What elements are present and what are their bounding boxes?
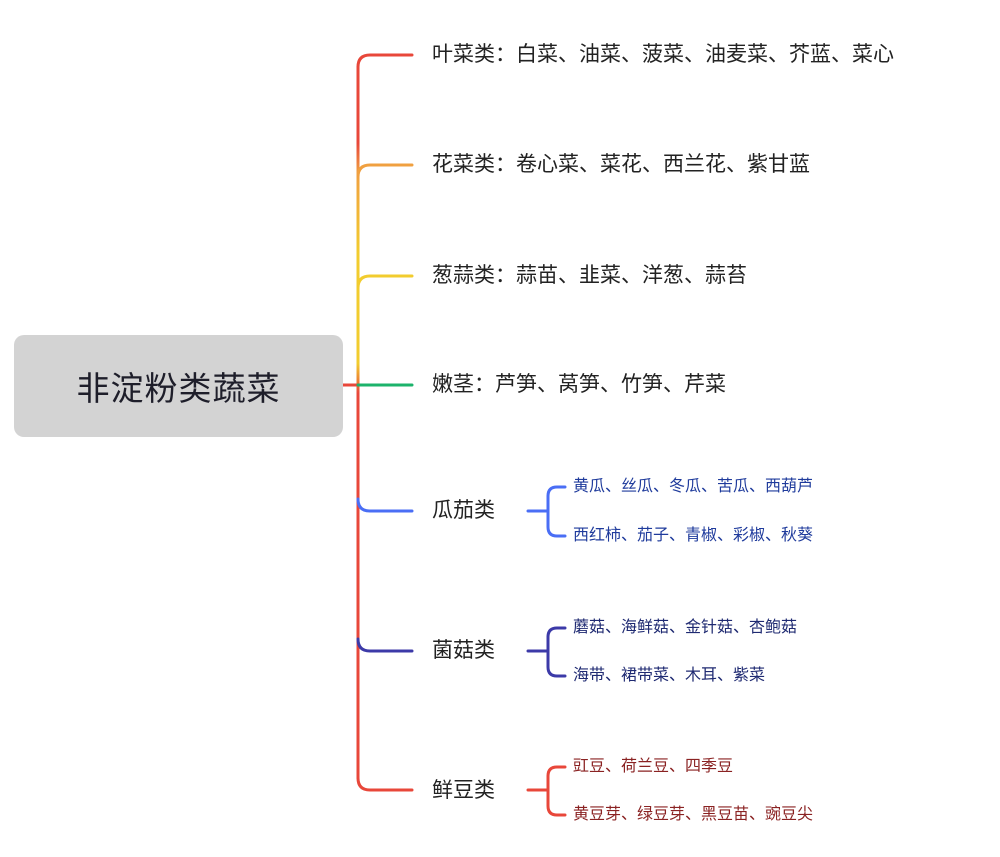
- branch-label: 鲜豆类: [432, 778, 495, 802]
- sub-item-label: 海带、裙带菜、木耳、紫菜: [573, 665, 766, 684]
- branch-flower-vegetables[interactable]: 花菜类：卷心菜、菜花、西兰花、紫甘蓝: [432, 154, 810, 175]
- branch-label: 葱蒜类：蒜苗、韭菜、洋葱、蒜苔: [432, 263, 747, 287]
- sub-item-gourds-2[interactable]: 西红柿、茄子、青椒、彩椒、秋葵: [573, 527, 813, 543]
- branch-label: 瓜茄类: [432, 498, 495, 522]
- root-label: 非淀粉类蔬菜: [76, 369, 281, 408]
- branch-allium[interactable]: 葱蒜类：蒜苗、韭菜、洋葱、蒜苔: [432, 265, 747, 286]
- sub-item-label: 黄瓜、丝瓜、冬瓜、苦瓜、西葫芦: [573, 476, 814, 495]
- branch-label: 花菜类：卷心菜、菜花、西兰花、紫甘蓝: [432, 152, 810, 176]
- branch-connector-1: [356, 53, 414, 69]
- branch-connector-5: [356, 497, 414, 513]
- branch-mushrooms-fungi[interactable]: 菌菇类: [432, 640, 495, 661]
- sub-item-label: 豇豆、荷兰豆、四季豆: [573, 756, 734, 775]
- sub-item-label: 西红柿、茄子、青椒、彩椒、秋葵: [573, 525, 814, 544]
- sub-connector-bracket-3: [546, 765, 567, 817]
- sub-item-mushrooms-2[interactable]: 海带、裙带菜、木耳、紫菜: [573, 667, 765, 683]
- sub-item-mushrooms-1[interactable]: 蘑菇、海鲜菇、金针菇、杏鲍菇: [573, 619, 797, 635]
- branch-connector-2: [356, 163, 414, 179]
- branch-tender-stems[interactable]: 嫩茎：芦笋、莴笋、竹笋、芹菜: [432, 374, 726, 395]
- sub-item-label: 蘑菇、海鲜菇、金针菇、杏鲍菇: [573, 617, 798, 636]
- sub-item-beans-1[interactable]: 豇豆、荷兰豆、四季豆: [573, 758, 733, 774]
- branch-connector-7: [356, 776, 414, 792]
- branch-fresh-beans[interactable]: 鲜豆类: [432, 780, 495, 801]
- branch-label: 菌菇类: [432, 638, 495, 662]
- root-node[interactable]: 非淀粉类蔬菜: [14, 335, 343, 437]
- sub-connector-bracket-1: [546, 485, 567, 538]
- sub-item-label: 黄豆芽、绿豆芽、黑豆苗、豌豆尖: [573, 804, 814, 823]
- branch-leafy-greens[interactable]: 叶菜类：白菜、油菜、菠菜、油麦菜、芥蓝、菜心: [432, 44, 894, 65]
- branch-label: 嫩茎：芦笋、莴笋、竹笋、芹菜: [432, 372, 726, 396]
- sub-item-gourds-1[interactable]: 黄瓜、丝瓜、冬瓜、苦瓜、西葫芦: [573, 478, 813, 494]
- sub-connector-bracket-2: [546, 626, 567, 678]
- sub-item-beans-2[interactable]: 黄豆芽、绿豆芽、黑豆苗、豌豆尖: [573, 806, 813, 822]
- branch-connector-6: [356, 637, 414, 653]
- branch-label: 叶菜类：白菜、油菜、菠菜、油麦菜、芥蓝、菜心: [432, 42, 894, 66]
- branch-connector-3: [356, 274, 414, 290]
- branch-gourds-nightshades[interactable]: 瓜茄类: [432, 500, 495, 521]
